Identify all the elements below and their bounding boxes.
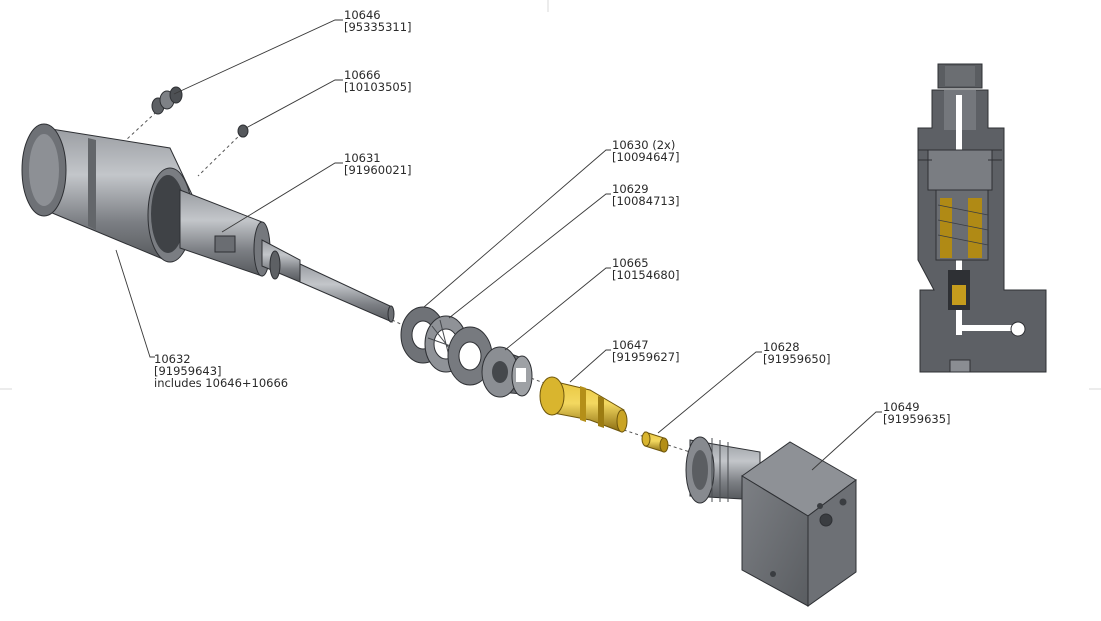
part-note: includes 10646+10666 xyxy=(154,376,288,390)
part-number: 10632 xyxy=(154,352,191,366)
part-callout-10632: 10632 [91959643] includes 10646+10666 xyxy=(154,352,288,390)
part-callout-10647: 10647 [91959627] xyxy=(612,338,680,364)
brass-valve-10647 xyxy=(539,376,628,433)
part-reference: [91959643] xyxy=(154,364,222,378)
bearing-10629 xyxy=(424,315,493,386)
part-number: 10629 xyxy=(612,182,649,196)
part-reference: [10094647] xyxy=(612,150,680,164)
part-reference: [91960021] xyxy=(344,163,412,177)
block-housing-10649 xyxy=(685,436,857,607)
screw-10666 xyxy=(237,124,249,138)
collar-10665 xyxy=(481,346,533,398)
part-callout-10666: 10666 [10103505] xyxy=(344,68,412,94)
part-number: 10628 xyxy=(763,340,800,354)
part-reference: [10154680] xyxy=(612,268,680,282)
part-callout-10628: 10628 [91959650] xyxy=(763,340,831,366)
part-reference: [91959635] xyxy=(883,412,951,426)
part-number: 10631 xyxy=(344,151,381,165)
part-reference: [10103505] xyxy=(344,80,412,94)
part-number: 10665 xyxy=(612,256,649,270)
part-number: 10646 xyxy=(344,8,381,22)
part-reference: [91959627] xyxy=(612,350,680,364)
main-housing-part xyxy=(21,123,395,323)
fitting-10646 xyxy=(151,86,183,115)
leader-lines xyxy=(115,19,882,471)
part-number: 10647 xyxy=(612,338,649,352)
part-number: 10649 xyxy=(883,400,920,414)
cross-section-view xyxy=(917,63,1047,373)
brass-nipple-10628 xyxy=(641,431,669,453)
part-callout-10665: 10665 [10154680] xyxy=(612,256,680,282)
part-reference: [91959650] xyxy=(763,352,831,366)
part-number: 10666 xyxy=(344,68,381,82)
part-callout-10631: 10631 [91960021] xyxy=(344,151,412,177)
part-callout-10649: 10649 [91959635] xyxy=(883,400,951,426)
part-callout-10646: 10646 [95335311] xyxy=(344,8,412,34)
part-number: 10630 (2x) xyxy=(612,138,675,152)
part-reference: [10084713] xyxy=(612,194,680,208)
part-callout-10629: 10629 [10084713] xyxy=(612,182,680,208)
part-reference: [95335311] xyxy=(344,20,412,34)
part-callout-10630: 10630 (2x) [10094647] xyxy=(612,138,680,164)
